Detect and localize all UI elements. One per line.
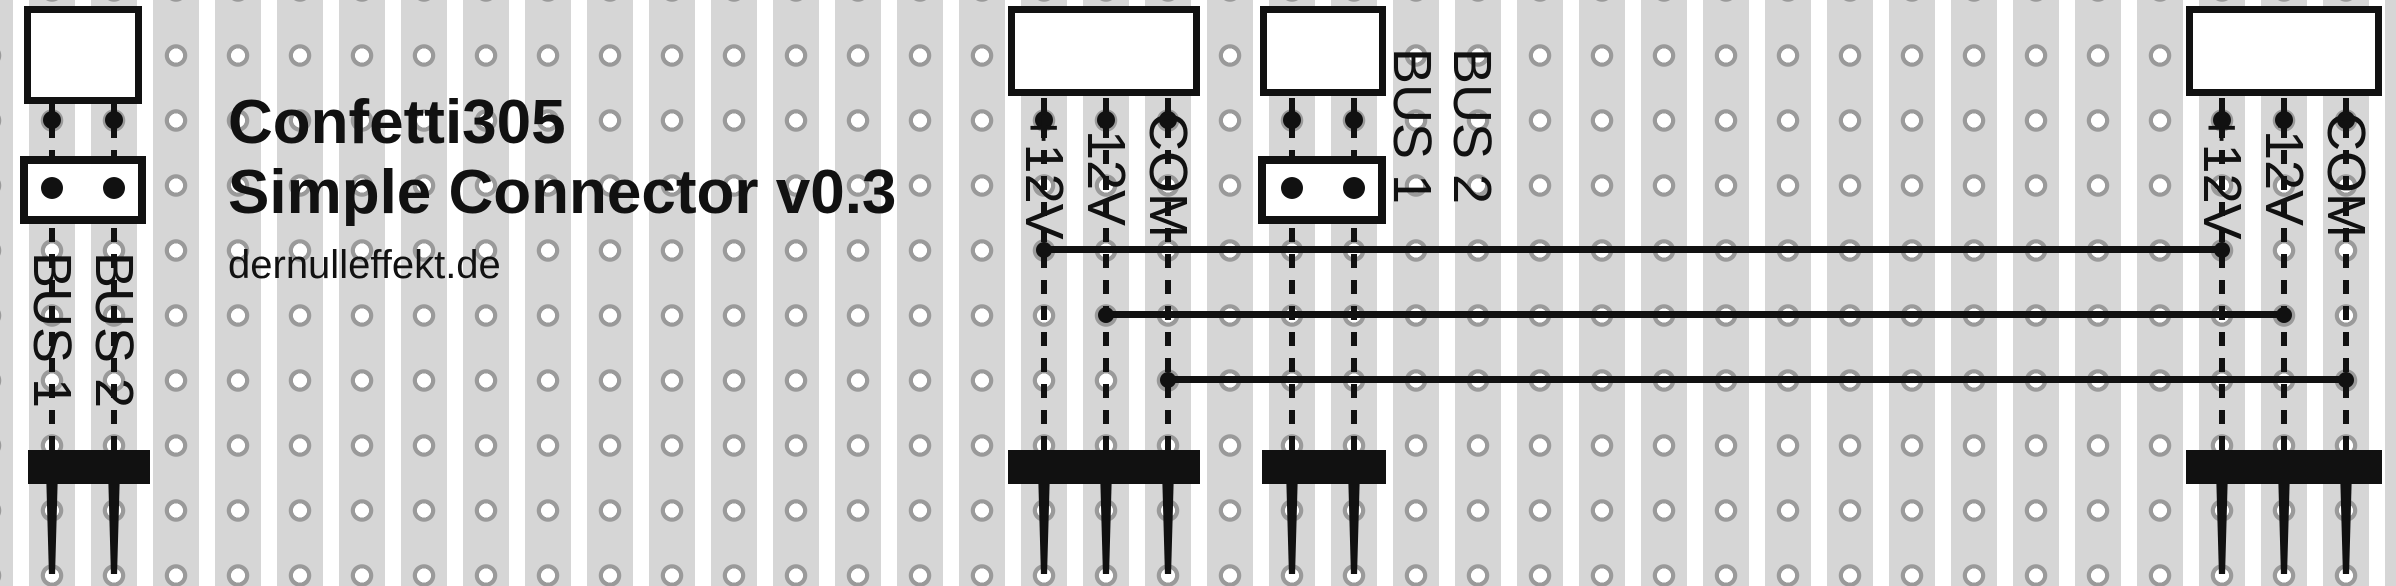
bus-wire-minus12v (1106, 311, 2284, 318)
label-plus12v-mid: +12V (1014, 112, 1074, 240)
edge-connector-left (28, 450, 150, 484)
header-pin-dot (41, 177, 63, 199)
connector-leg (1038, 484, 1050, 574)
dashed-wire-bus2-left (111, 98, 117, 450)
label-com-right: COM (2316, 112, 2376, 238)
connector-leg (108, 484, 120, 574)
edge-connector-mid-2pin (1262, 450, 1386, 484)
pin-dot (1283, 111, 1301, 129)
connector-leg (1348, 484, 1360, 574)
connector-body-mid-2pin (1260, 6, 1386, 96)
website-url: dernulleffekt.de (228, 243, 501, 287)
connector-leg (2216, 484, 2228, 574)
project-title: Confetti305 (228, 88, 566, 157)
connector-leg (2340, 484, 2352, 574)
label-minus12v-mid: -12V (1076, 112, 1136, 227)
dashed-wire-bus1-left (49, 98, 55, 450)
dashed-wire-bus1-mid (1289, 98, 1295, 450)
connector-leg (1162, 484, 1174, 574)
title-block: Confetti305 Simple Connector v0.3 dernul… (228, 88, 896, 288)
dashed-wire-plus12v-mid (1041, 98, 1047, 450)
label-bus2-left: BUS 2 (84, 252, 144, 409)
dashed-wire-plus12v-right (2219, 98, 2225, 450)
dashed-wire-minus12v-right (2281, 98, 2287, 450)
pin-dot (2213, 111, 2231, 129)
pin-header-left (20, 156, 146, 224)
pin-dot (2337, 111, 2355, 129)
label-bus2-mid: BUS 2 (1442, 48, 1502, 205)
connector-leg (1100, 484, 1112, 574)
pin-dot (2275, 111, 2293, 129)
dashed-wire-com-mid (1165, 98, 1171, 450)
dashed-wire-com-right (2343, 98, 2349, 450)
pin-dot (1345, 111, 1363, 129)
header-pin-dot (103, 177, 125, 199)
connector-leg (46, 484, 58, 574)
edge-connector-mid-3pin (1008, 450, 1200, 484)
junction-dot (2214, 242, 2230, 258)
label-plus12v-right: +12V (2192, 112, 2252, 240)
connector-leg (1286, 484, 1298, 574)
junction-dot (1160, 372, 1176, 388)
pin-dot (1097, 111, 1115, 129)
header-pin-dot (1343, 177, 1365, 199)
bus-wire-plus12v (1044, 246, 2222, 253)
edge-connector-right (2186, 450, 2382, 484)
label-bus1-mid: BUS 1 (1382, 48, 1442, 205)
header-pin-dot (1281, 177, 1303, 199)
label-bus1-left: BUS 1 (22, 252, 82, 409)
label-com-mid: COM (1138, 112, 1198, 238)
connector-leg (2278, 484, 2290, 574)
pin-header-mid (1258, 156, 1386, 224)
junction-dot (2338, 372, 2354, 388)
junction-dot (1036, 242, 1052, 258)
project-subtitle: Simple Connector v0.3 (228, 158, 897, 227)
pin-dot (43, 111, 61, 129)
junction-dot (2276, 307, 2292, 323)
connector-body-left-2pin (24, 6, 142, 104)
label-minus12v-right: -12V (2254, 112, 2314, 227)
dashed-wire-minus12v-mid (1103, 98, 1109, 450)
bus-wire-com (1168, 376, 2346, 383)
pin-dot (105, 111, 123, 129)
connector-body-right-3pin (2186, 6, 2382, 96)
dashed-wire-bus2-mid (1351, 98, 1357, 450)
junction-dot (1098, 307, 1114, 323)
pin-dot (1035, 111, 1053, 129)
pin-dot (1159, 111, 1177, 129)
connector-body-mid-3pin (1008, 6, 1200, 96)
